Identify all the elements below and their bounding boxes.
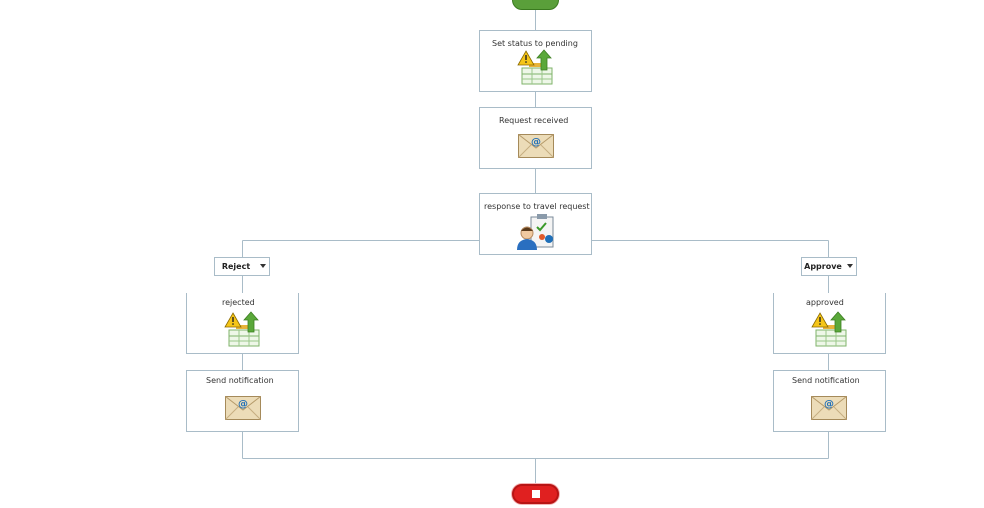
email-icon: @ bbox=[811, 396, 847, 420]
approval-task-icon bbox=[517, 214, 554, 250]
update-list-item-icon bbox=[224, 311, 260, 347]
stop-icon bbox=[532, 490, 540, 498]
step-label: Set status to pending bbox=[492, 39, 578, 48]
chevron-down-icon bbox=[847, 264, 853, 268]
step-set-status-pending[interactable]: Set status to pending bbox=[479, 30, 592, 92]
step-label: response to travel request bbox=[484, 202, 590, 211]
chevron-down-icon bbox=[260, 264, 266, 268]
svg-text:@: @ bbox=[531, 137, 541, 148]
step-label: Request received bbox=[499, 116, 569, 125]
step-approved[interactable]: approved bbox=[773, 293, 886, 354]
step-rejected[interactable]: rejected bbox=[186, 293, 299, 354]
update-list-item-icon bbox=[517, 49, 553, 85]
step-request-received[interactable]: Request received @ bbox=[479, 107, 592, 169]
branch-reject-dropdown[interactable]: Reject bbox=[214, 257, 270, 276]
branch-label: Approve bbox=[804, 262, 842, 271]
step-reject-send-notification[interactable]: Send notification @ bbox=[186, 370, 299, 432]
step-label: approved bbox=[806, 298, 844, 307]
workflow-end-node[interactable] bbox=[512, 484, 559, 504]
step-label: rejected bbox=[222, 298, 255, 307]
branch-approve-dropdown[interactable]: Approve bbox=[801, 257, 857, 276]
update-list-item-icon bbox=[811, 311, 847, 347]
svg-text:@: @ bbox=[238, 399, 248, 410]
workflow-start-node[interactable] bbox=[512, 0, 559, 10]
branch-label: Reject bbox=[221, 262, 251, 271]
email-icon: @ bbox=[518, 134, 554, 158]
step-label: Send notification bbox=[206, 376, 274, 385]
svg-text:@: @ bbox=[824, 399, 834, 410]
step-approve-send-notification[interactable]: Send notification @ bbox=[773, 370, 886, 432]
step-label: Send notification bbox=[792, 376, 860, 385]
step-response-to-travel-request[interactable]: response to travel request bbox=[479, 193, 592, 255]
email-icon: @ bbox=[225, 396, 261, 420]
